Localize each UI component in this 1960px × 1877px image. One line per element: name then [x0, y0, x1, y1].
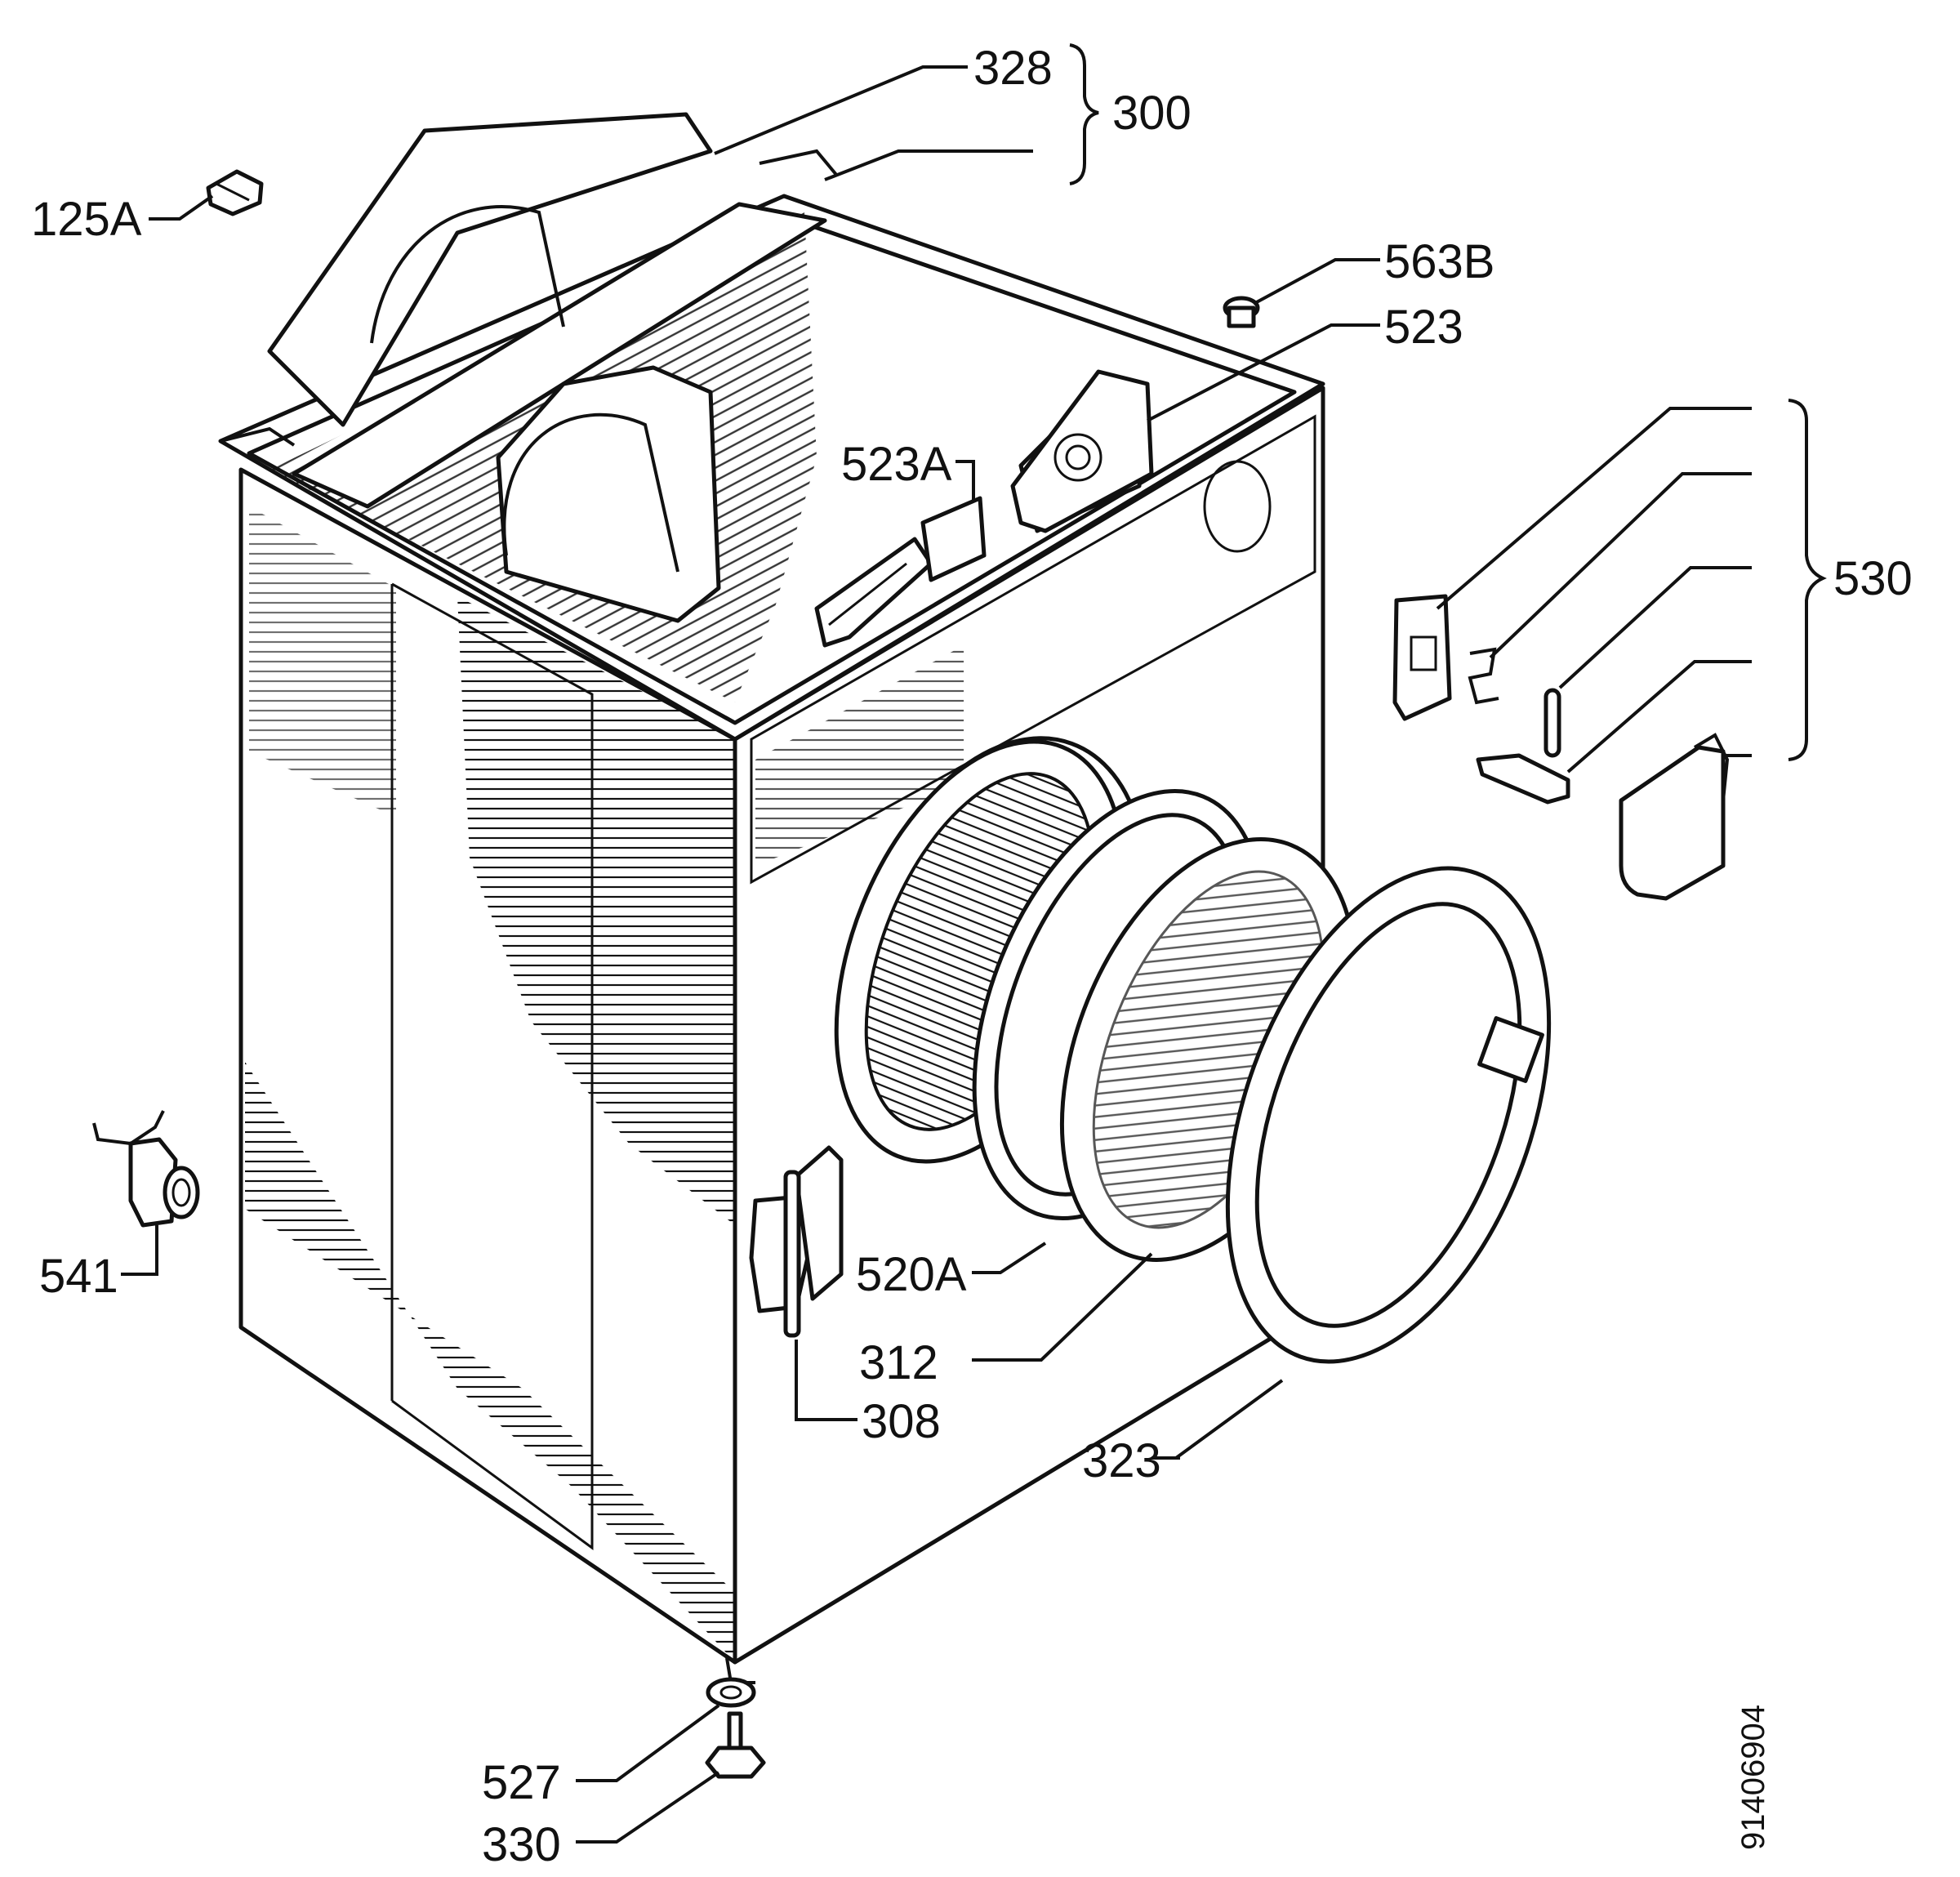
label-563b: 563B [1384, 235, 1494, 288]
drawing-number: 91406904 [1735, 1705, 1771, 1850]
leader-lines [121, 43, 1827, 1844]
label-308: 308 [862, 1395, 941, 1448]
label-300: 300 [1112, 87, 1192, 140]
cabinet [218, 112, 1325, 1684]
label-523: 523 [1384, 301, 1463, 354]
label-125a: 125A [31, 193, 142, 246]
label-323: 323 [1082, 1434, 1161, 1487]
part-541-clip [92, 1110, 200, 1228]
label-530: 530 [1833, 552, 1913, 605]
label-330: 330 [482, 1818, 561, 1871]
label-527: 527 [482, 1756, 561, 1809]
label-312: 312 [859, 1336, 938, 1389]
label-328: 328 [973, 42, 1053, 95]
label-541: 541 [39, 1250, 118, 1303]
part-563b-plug [1223, 296, 1260, 328]
part-323-trim-ring [1225, 866, 1552, 1364]
part-523-bracket [1010, 369, 1154, 533]
label-523a: 523A [841, 438, 952, 491]
part-labels: 328 300 125A 563B 523 523A 530 541 520A … [31, 42, 1913, 1871]
part-125a-clip [206, 169, 264, 216]
part-330-foot [705, 1711, 766, 1779]
part-523a-hinge-plate [814, 496, 987, 648]
part-527-washer [706, 1677, 756, 1708]
label-520a: 520A [856, 1248, 967, 1301]
part-308-hinge [749, 1145, 844, 1338]
part-530-lock-group [1392, 594, 1730, 901]
